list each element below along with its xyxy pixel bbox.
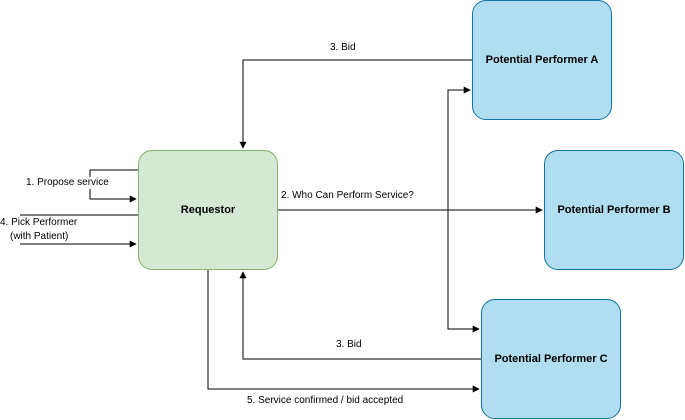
edge-label-pick-performer-line2: (with Patient) [10,231,69,243]
node-performer-c[interactable]: Potential Performer C [481,299,621,419]
edge-label-bid-a: 3. Bid [330,42,356,54]
edge-bid-a [239,59,472,149]
edge-service-confirmed [207,270,480,393]
edge-who-can-perform-a [447,86,471,210]
node-requestor-label: Requestor [180,204,236,216]
edge-pick-performer [20,214,138,245]
edge-label-bid-c: 3. Bid [336,339,362,351]
node-performer-b-label: Potential Performer B [557,204,671,216]
edge-label-pick-performer-line1: 4. Pick Performer [0,217,78,229]
edge-label-propose-service: 1. Propose service [26,177,109,189]
edge-label-who-can-perform: 2. Who Can Perform Service? [281,190,414,202]
node-performer-b[interactable]: Potential Performer B [544,150,684,270]
edge-bid-c [239,271,481,360]
node-requestor[interactable]: Requestor [138,150,278,270]
edge-label-service-confirmed: 5. Service confirmed / bid accepted [247,395,404,407]
node-performer-a[interactable]: Potential Performer A [472,0,612,120]
node-performer-c-label: Potential Performer C [494,353,608,365]
node-performer-a-label: Potential Performer A [485,54,599,66]
edge-who-can-perform-c [447,210,480,333]
